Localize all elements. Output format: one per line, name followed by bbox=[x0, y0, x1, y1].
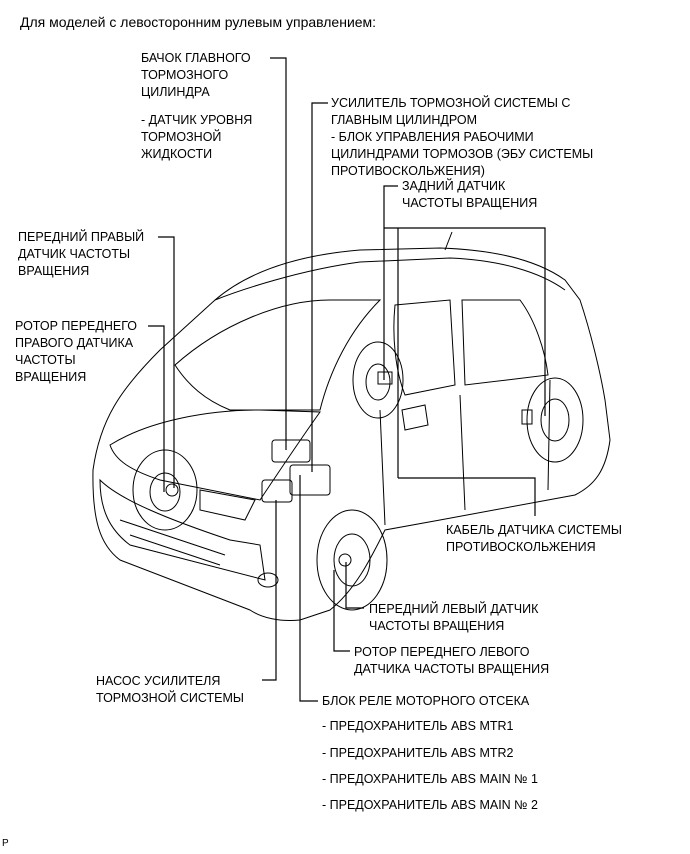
leader-reservoir bbox=[270, 57, 287, 450]
wheel-rear-right bbox=[352, 341, 404, 419]
corner-mark: P bbox=[2, 838, 9, 849]
door-lines bbox=[379, 379, 551, 526]
label-brake-reservoir: БАЧОК ГЛАВНОГО ТОРМОЗНОГО ЦИЛИНДРА bbox=[141, 51, 251, 99]
leader-skid-cable bbox=[397, 228, 536, 516]
side-mirror bbox=[401, 404, 429, 431]
rear-left-sensor-part bbox=[521, 409, 533, 425]
label-front-left-rotor: РОТОР ПЕРЕДНЕГО ЛЕВОГО ДАТЧИКА ЧАСТОТЫ В… bbox=[354, 645, 550, 676]
wheel-front-left bbox=[316, 509, 388, 611]
front-left-sensor-part bbox=[338, 553, 352, 567]
car-roof bbox=[214, 257, 566, 301]
leader-front-left-sensor bbox=[345, 562, 364, 609]
label-brake-pump: НАСОС УСИЛИТЕЛЯ ТОРМОЗНОЙ СИСТЕМЫ bbox=[96, 674, 244, 705]
leader-front-right-sensor bbox=[158, 236, 175, 488]
page-title: Для моделей с левосторонним рулевым упра… bbox=[20, 14, 377, 30]
side-window-front bbox=[393, 299, 456, 396]
rear-sensor-part bbox=[377, 371, 393, 385]
label-fuse-abs-mtr1: - ПРЕДОХРАНИТЕЛЬ ABS MTR1 bbox=[322, 719, 514, 733]
brake-pump bbox=[261, 479, 293, 503]
label-fluid-level-sensor: - ДАТЧИК УРОВНЯ ТОРМОЗНОЙ ЖИДКОСТИ bbox=[141, 113, 253, 161]
front-grille bbox=[119, 519, 226, 566]
side-window-rear bbox=[461, 299, 549, 386]
antenna bbox=[444, 231, 453, 251]
label-rear-speed-sensor: ЗАДНИЙ ДАТЧИК ЧАСТОТЫ ВРАЩЕНИЯ bbox=[402, 179, 538, 210]
label-engine-relay-block: БЛОК РЕЛЕ МОТОРНОГО ОТСЕКА bbox=[322, 694, 530, 708]
front-fascia bbox=[99, 478, 266, 581]
leader-pump bbox=[262, 500, 277, 681]
wheel-rear-left bbox=[526, 377, 584, 463]
label-skid-control-cable: КАБЕЛЬ ДАТЧИКА СИСТЕМЫ ПРОТИВОСКОЛЬЖЕНИЯ bbox=[446, 523, 622, 554]
car-body-outline bbox=[92, 247, 611, 621]
label-front-left-speed-sensor: ПЕРЕДНИЙ ЛЕВЫЙ ДАТЧИК ЧАСТОТЫ ВРАЩЕНИЯ bbox=[369, 602, 539, 633]
brake-reservoir bbox=[271, 439, 311, 463]
label-fuse-abs-main-2: - ПРЕДОХРАНИТЕЛЬ ABS MAIN № 2 bbox=[322, 798, 539, 812]
fog-lamp bbox=[257, 572, 279, 588]
label-front-right-rotor: РОТОР ПЕРЕДНЕГО ПРАВОГО ДАТЧИКА ЧАСТОТЫ … bbox=[15, 319, 138, 384]
label-fuse-abs-main-1: - ПРЕДОХРАНИТЕЛЬ ABS MAIN № 1 bbox=[322, 772, 539, 786]
wheel-front-right bbox=[132, 449, 198, 531]
leader-front-left-rotor bbox=[333, 570, 350, 652]
label-front-right-speed-sensor: ПЕРЕДНИЙ ПРАВЫЙ ДАТЧИК ЧАСТОТЫ ВРАЩЕНИЯ bbox=[18, 230, 145, 278]
leader-rear-sensor bbox=[383, 185, 546, 416]
headlight bbox=[199, 489, 256, 521]
windshield bbox=[174, 299, 382, 411]
label-brake-booster: УСИЛИТЕЛЬ ТОРМОЗНОЙ СИСТЕМЫ С ГЛАВНЫМ ЦИ… bbox=[331, 96, 594, 178]
leader-relay-block bbox=[299, 475, 318, 702]
hood bbox=[109, 409, 321, 501]
leader-booster bbox=[311, 102, 328, 472]
leader-front-right-rotor bbox=[148, 325, 165, 492]
brake-booster bbox=[289, 464, 331, 496]
front-right-sensor-part bbox=[165, 483, 179, 497]
label-fuse-abs-mtr2: - ПРЕДОХРАНИТЕЛЬ ABS MTR2 bbox=[322, 746, 514, 760]
